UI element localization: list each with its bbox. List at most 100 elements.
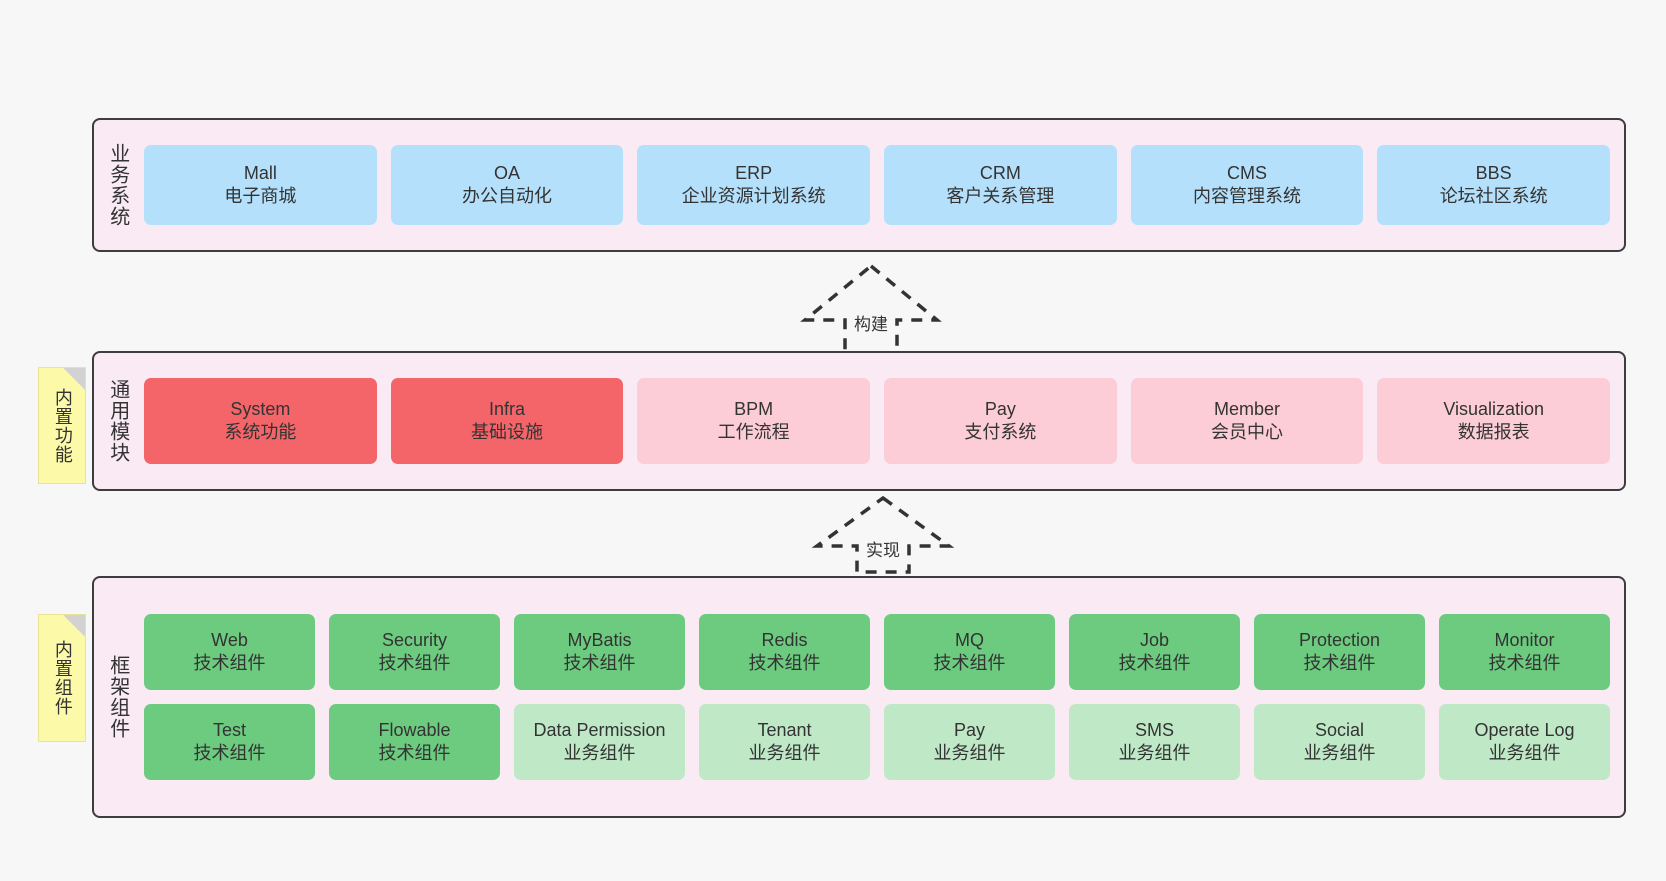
node-sms[interactable]: SMS 业务组件: [1069, 704, 1240, 780]
connector-implement: 实现: [811, 494, 955, 574]
connector-build-label: 构建: [854, 315, 888, 334]
node-monitor[interactable]: Monitor 技术组件: [1439, 614, 1610, 690]
node-en-label: Web: [211, 630, 248, 651]
node-en-label: Social: [1314, 720, 1365, 741]
node-en-label: Test: [212, 720, 246, 741]
node-mybatis[interactable]: MyBatis 技术组件: [514, 614, 685, 690]
node-en-label: Monitor: [1494, 630, 1555, 651]
node-mall[interactable]: Mall 电子商城: [144, 145, 377, 225]
node-cn-label: 业务组件: [748, 743, 821, 763]
node-mq[interactable]: MQ 技术组件: [884, 614, 1055, 690]
node-cn-label: 系统功能: [224, 422, 297, 442]
node-protection[interactable]: Protection 技术组件: [1254, 614, 1425, 690]
node-test[interactable]: Test 技术组件: [144, 704, 315, 780]
node-cn-label: 技术组件: [378, 653, 451, 673]
node-en-label: Operate Log: [1474, 720, 1575, 741]
node-tenant[interactable]: Tenant 业务组件: [699, 704, 870, 780]
node-en-label: Tenant: [757, 720, 812, 741]
node-en-label: System: [230, 399, 291, 420]
node-en-label: SMS: [1134, 720, 1174, 741]
node-en-label: Redis: [761, 630, 808, 651]
node-data-permission[interactable]: Data Permission 业务组件: [514, 704, 685, 780]
node-cn-label: 技术组件: [933, 653, 1006, 673]
node-cn-label: 业务组件: [1118, 743, 1191, 763]
layer-title-framework-component: 框架组件: [106, 655, 129, 739]
node-visualization[interactable]: Visualization 数据报表: [1377, 378, 1611, 464]
node-en-label: Protection: [1298, 630, 1381, 651]
node-cn-label: 基础设施: [471, 422, 543, 442]
node-erp[interactable]: ERP 企业资源计划系统: [637, 145, 871, 225]
node-cn-label: 业务组件: [933, 743, 1006, 763]
node-member[interactable]: Member 会员中心: [1130, 378, 1364, 464]
layer-common-module: 通用模块 System 系统功能 Infra 基础设施 BPM 工作流程 Pay…: [92, 351, 1626, 491]
layer-body-business-system: Mall 电子商城 OA 办公自动化 ERP 企业资源计划系统 CRM 客户关系…: [140, 120, 1624, 250]
node-cn-label: 会员中心: [1211, 422, 1284, 442]
node-cn-label: 业务组件: [1488, 743, 1561, 763]
node-cms[interactable]: CMS 内容管理系统: [1130, 145, 1364, 225]
node-cn-label: 技术组件: [1303, 653, 1376, 673]
node-cn-label: 业务组件: [1303, 743, 1376, 763]
node-en-label: Visualization: [1443, 399, 1545, 420]
node-operate-log[interactable]: Operate Log 业务组件: [1439, 704, 1610, 780]
node-pay-module[interactable]: Pay 支付系统: [884, 378, 1117, 464]
node-cn-label: 电子商城: [224, 186, 297, 206]
node-en-label: CRM: [979, 163, 1021, 184]
node-flowable[interactable]: Flowable 技术组件: [329, 704, 500, 780]
node-row: Mall 电子商城 OA 办公自动化 ERP 企业资源计划系统 CRM 客户关系…: [144, 145, 1611, 225]
node-row: System 系统功能 Infra 基础设施 BPM 工作流程 Pay 支付系统…: [144, 378, 1611, 464]
node-row: Test 技术组件 Flowable 技术组件 Data Permission …: [144, 704, 1610, 780]
node-oa[interactable]: OA 办公自动化: [390, 145, 624, 225]
node-infra[interactable]: Infra 基础设施: [390, 378, 624, 464]
node-web[interactable]: Web 技术组件: [144, 614, 315, 690]
node-en-label: BBS: [1475, 163, 1512, 184]
node-cn-label: 论坛社区系统: [1439, 186, 1548, 206]
node-cn-label: 业务组件: [563, 743, 636, 763]
node-en-label: Flowable: [378, 720, 451, 741]
node-cn-label: 技术组件: [1118, 653, 1191, 673]
node-security[interactable]: Security 技术组件: [329, 614, 500, 690]
node-en-label: Data Permission: [533, 720, 666, 741]
node-bpm[interactable]: BPM 工作流程: [637, 378, 871, 464]
node-en-label: OA: [494, 163, 521, 184]
layer-business-system: 业务系统 Mall 电子商城 OA 办公自动化 ERP 企业资源计划系统 CRM…: [92, 118, 1626, 252]
node-cn-label: 技术组件: [378, 743, 451, 763]
node-cn-label: 技术组件: [563, 653, 636, 673]
layer-body-framework-component: Web 技术组件 Security 技术组件 MyBatis 技术组件 Redi…: [140, 578, 1624, 816]
node-job[interactable]: Job 技术组件: [1069, 614, 1240, 690]
node-en-label: Security: [381, 630, 448, 651]
node-cn-label: 工作流程: [717, 422, 790, 442]
node-en-label: ERP: [735, 163, 773, 184]
layer-body-common-module: System 系统功能 Infra 基础设施 BPM 工作流程 Pay 支付系统…: [140, 353, 1624, 489]
layer-title-common-module: 通用模块: [106, 379, 129, 463]
node-en-label: CMS: [1227, 163, 1268, 184]
node-social[interactable]: Social 业务组件: [1254, 704, 1425, 780]
node-cn-label: 技术组件: [193, 653, 266, 673]
node-cn-label: 技术组件: [748, 653, 821, 673]
node-en-label: Pay: [984, 399, 1016, 420]
node-bbs[interactable]: BBS 论坛社区系统: [1377, 145, 1611, 225]
node-cn-label: 内容管理系统: [1193, 186, 1302, 206]
node-row: Web 技术组件 Security 技术组件 MyBatis 技术组件 Redi…: [144, 614, 1610, 690]
node-pay-component[interactable]: Pay 业务组件: [884, 704, 1055, 780]
node-en-label: Member: [1214, 399, 1281, 420]
sticky-note-builtin-component: 内置组件: [38, 614, 86, 742]
node-en-label: MQ: [955, 630, 984, 651]
node-cn-label: 数据报表: [1457, 422, 1530, 442]
sticky-note-label: 内置功能: [52, 387, 73, 464]
node-crm[interactable]: CRM 客户关系管理: [884, 145, 1117, 225]
node-en-label: Mall: [243, 163, 277, 184]
node-system[interactable]: System 系统功能: [144, 378, 377, 464]
node-en-label: Infra: [488, 399, 526, 420]
implement-arrow-icon: [811, 495, 955, 574]
node-redis[interactable]: Redis 技术组件: [699, 614, 870, 690]
node-cn-label: 技术组件: [1488, 653, 1561, 673]
node-en-label: Job: [1139, 630, 1170, 651]
layer-framework-component: 框架组件 Web 技术组件 Security 技术组件 MyBatis 技术组件…: [92, 576, 1626, 818]
layer-title-business-system: 业务系统: [106, 143, 129, 227]
node-cn-label: 支付系统: [964, 422, 1037, 442]
sticky-note-builtin-function: 内置功能: [38, 367, 86, 484]
node-cn-label: 企业资源计划系统: [681, 186, 826, 206]
node-cn-label: 办公自动化: [462, 186, 552, 206]
node-cn-label: 技术组件: [193, 743, 266, 763]
